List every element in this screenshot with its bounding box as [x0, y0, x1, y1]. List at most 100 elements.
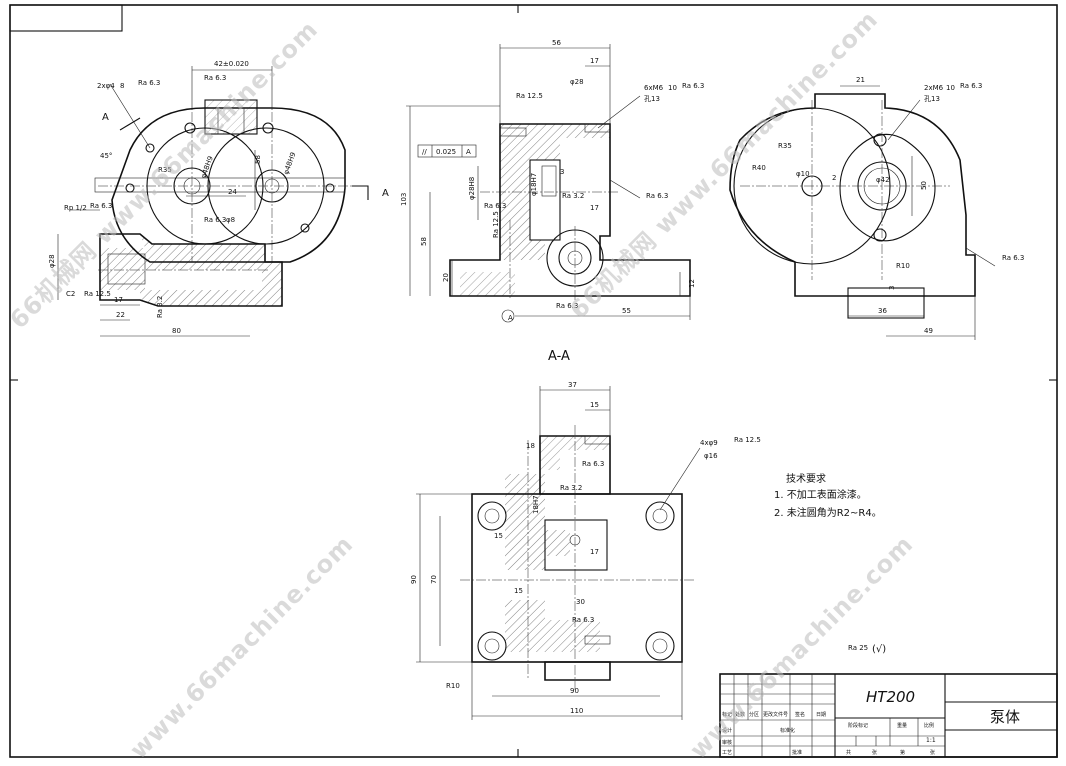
dim-top-w15b: 15: [494, 532, 503, 540]
watermark-2: 66机械网 www.66machine.com: [564, 5, 883, 324]
dim-top-18h7: 18H7: [532, 495, 540, 514]
rough-front-4: Ra 6.3: [90, 202, 112, 210]
tb-sheet-of: 张: [872, 749, 877, 756]
dim-d8: φ8: [226, 216, 235, 224]
dim-h58: 58: [420, 237, 428, 246]
tb-sheet-no-of: 张: [930, 749, 935, 756]
section-title: A-A: [548, 349, 570, 364]
dim-top-w90: 90: [570, 687, 579, 695]
right-view: [729, 85, 996, 340]
rough-right-2: Ra 6.3: [1002, 254, 1024, 262]
dim-d28: φ28: [48, 254, 56, 268]
rough-section-3: Ra 3.2: [562, 192, 584, 200]
tb-scale: 1:1: [926, 737, 936, 744]
dim-width-24: 24: [228, 188, 237, 196]
top-view: [416, 386, 701, 720]
gdt-parallel: //: [422, 148, 427, 156]
part-name: 泵体: [990, 708, 1020, 726]
dim-height-58: 58: [254, 155, 262, 164]
dim-angle: 45°: [100, 152, 112, 160]
dim-center-distance: 42±0.020: [214, 60, 249, 68]
material: HT200: [866, 688, 915, 706]
tb-scale-label: 比例: [924, 722, 934, 729]
rough-front-6: Ra 3.2: [156, 296, 164, 318]
rough-front-3: Ra 6.3: [204, 216, 226, 224]
dim-len-22: 22: [116, 311, 125, 319]
tb-design: 设计: [722, 727, 732, 734]
rough-section-5: Ra 6.3: [646, 192, 668, 200]
dim-h12: 12: [688, 279, 696, 288]
tech-req-item-2: 2. 未注圆角为R2~R4。: [774, 506, 882, 519]
dim-bolt-holes: 2xφ4: [97, 82, 115, 90]
tb-process: 工艺: [722, 750, 732, 756]
tb-std: 标准化: [780, 727, 795, 734]
rough-right-1: Ra 6.3: [960, 82, 982, 90]
dim-chamfer: C2: [66, 290, 75, 298]
rough-front-2: Ra 6.3: [204, 74, 226, 82]
dim-w55: 55: [622, 307, 631, 315]
rough-top-2: Ra 6.3: [582, 460, 604, 468]
tech-req-title: 技术要求: [786, 472, 826, 485]
dim-right-h50: 50: [920, 181, 928, 190]
dim-tap-depth: 10: [668, 84, 677, 92]
section-view: [406, 44, 691, 323]
dim-top-w15c: 15: [514, 587, 523, 595]
watermark-3: www.66machine.com: [124, 530, 358, 762]
dim-w17: 17: [590, 57, 599, 65]
dim-right-r40: R40: [752, 164, 766, 172]
dim-top-holes: 4xφ9: [700, 439, 718, 447]
dim-top-w15: 15: [590, 401, 599, 409]
dim-right-d10: φ10: [796, 170, 810, 178]
sheet-border: [9, 4, 1058, 758]
tb-sign: 签名: [795, 711, 805, 718]
dim-right-tap-depth: 10: [946, 84, 955, 92]
tb-mark: 标记: [722, 711, 732, 718]
dim-top-w17: 17: [590, 548, 599, 556]
tech-req-item-1: 1. 不加工表面涂漆。: [774, 488, 867, 501]
dim-w56: 56: [552, 39, 561, 47]
dim-tap: 6xM6: [644, 84, 664, 92]
tb-sheet-no: 第: [900, 749, 905, 756]
rough-front-5: Ra 12.5: [84, 290, 111, 298]
general-roughness: Ra 25: [848, 644, 868, 652]
dim-h103: 103: [400, 193, 408, 206]
rough-section-1: Ra 6.3: [682, 82, 704, 90]
dim-top-w30: 30: [576, 598, 585, 606]
dim-right-r10: R10: [896, 262, 910, 270]
datum-mark: A: [508, 314, 513, 322]
rough-front-1: Ra 6.3: [138, 79, 160, 87]
dim-top-counterbore: φ16: [704, 452, 718, 460]
dim-right-hole-depth: 孔13: [924, 95, 940, 103]
title-block: [719, 673, 1058, 758]
dim-bore-left: φ48H9: [199, 155, 214, 180]
tb-stage: 阶段标记: [848, 722, 868, 729]
rough-section-2: Ra 12.5: [516, 92, 543, 100]
dim-hole-depth: 孔13: [644, 95, 660, 103]
tb-check: 审核: [722, 739, 732, 746]
dim-top-h90: 90: [410, 575, 418, 584]
dim-right-w36: 36: [878, 307, 887, 315]
dim-right-w49: 49: [924, 327, 933, 335]
dim-top-w37: 37: [568, 381, 577, 389]
tb-count: 处数: [735, 711, 745, 718]
front-view: [57, 66, 369, 337]
gdt-tolerance: 0.025: [436, 148, 456, 156]
dim-right-tap: 2xM6: [924, 84, 944, 92]
dim-d28h8: φ28H8: [468, 177, 476, 200]
tb-sheet: 共: [846, 749, 851, 756]
dim-w21: 21: [856, 76, 865, 84]
tb-date: 日期: [816, 712, 826, 718]
dim-top-w110: 110: [570, 707, 583, 715]
tb-zone: 分区: [749, 711, 759, 718]
dim-top-h70: 70: [430, 575, 438, 584]
dim-w3: 3: [560, 168, 564, 176]
dim-bolt-depth: 8: [120, 82, 124, 90]
gdt-datum: A: [466, 148, 471, 156]
dim-r35: R35: [158, 166, 172, 174]
dim-right-r35: R35: [778, 142, 792, 150]
dim-len-17: 17: [114, 296, 123, 304]
section-mark-left: A: [102, 112, 109, 123]
rough-section-6: Ra 12.5: [492, 211, 500, 238]
rough-top-4: Ra 6.3: [572, 616, 594, 624]
